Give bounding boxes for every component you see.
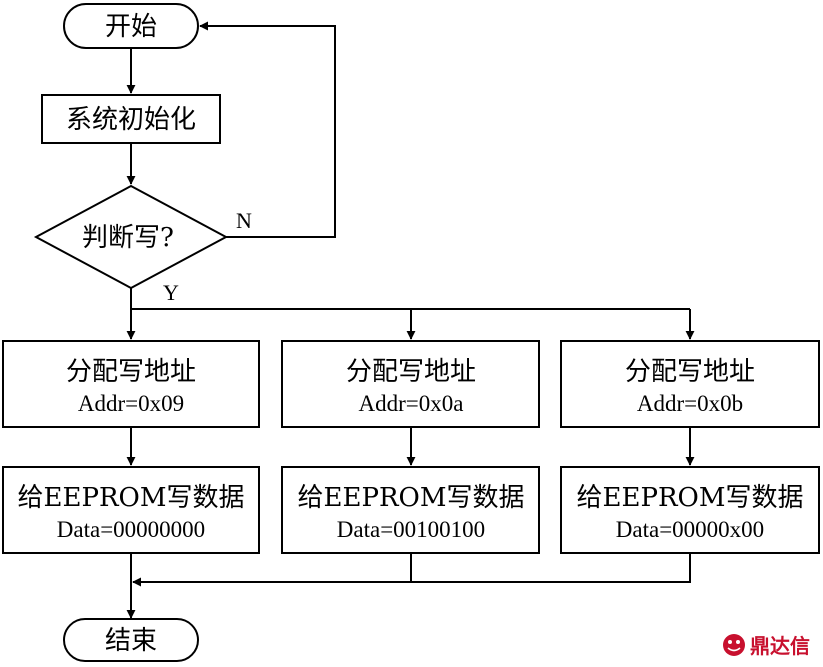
addr-title-3: 分配写地址: [625, 357, 755, 387]
end-node: 结束: [63, 618, 199, 662]
data-value-2: Data=00100100: [337, 517, 485, 542]
start-label: 开始: [105, 12, 157, 42]
branch-2: 分配写地址 Addr=0x0a 给EEPROM写数据 Data=00100100: [281, 340, 540, 554]
data-box-1: [2, 466, 260, 554]
addr-value-3: Addr=0x0b: [637, 391, 743, 416]
watermark-text: 鼎达信: [750, 634, 810, 658]
addr-box-3: [560, 340, 820, 428]
data-value-1: Data=00000000: [57, 517, 205, 542]
addr-value-2: Addr=0x0a: [359, 391, 464, 416]
init-label: 系统初始化: [66, 105, 196, 135]
edge-label-no: N: [236, 208, 252, 233]
branch-3: 分配写地址 Addr=0x0b 给EEPROM写数据 Data=00000x00: [560, 340, 820, 554]
data-value-3: Data=00000x00: [616, 517, 764, 542]
addr-title-1: 分配写地址: [66, 357, 196, 387]
data-title-2: 给EEPROM写数据: [298, 483, 525, 513]
edge-label-yes: Y: [163, 280, 179, 305]
branch-1: 分配写地址 Addr=0x09 给EEPROM写数据 Data=00000000: [2, 340, 260, 554]
start-node: 开始: [63, 3, 199, 49]
init-node: 系统初始化: [41, 94, 221, 144]
addr-box-2: [281, 340, 540, 428]
end-label: 结束: [105, 626, 157, 656]
watermark-circle: [723, 634, 745, 656]
addr-value-1: Addr=0x09: [78, 391, 184, 416]
addr-title-2: 分配写地址: [346, 357, 476, 387]
data-title-3: 给EEPROM写数据: [577, 483, 804, 513]
data-box-2: [281, 466, 540, 554]
addr-box-1: [2, 340, 260, 428]
watermark-logo: 鼎达信: [723, 634, 810, 658]
edge-no-loop: [199, 21, 336, 238]
edge-merge: [410, 553, 691, 583]
decision-node: 判断写?: [33, 184, 229, 290]
data-title-1: 给EEPROM写数据: [18, 483, 245, 513]
decision-label: 判断写?: [82, 223, 174, 253]
watermark-icon: [723, 634, 745, 656]
